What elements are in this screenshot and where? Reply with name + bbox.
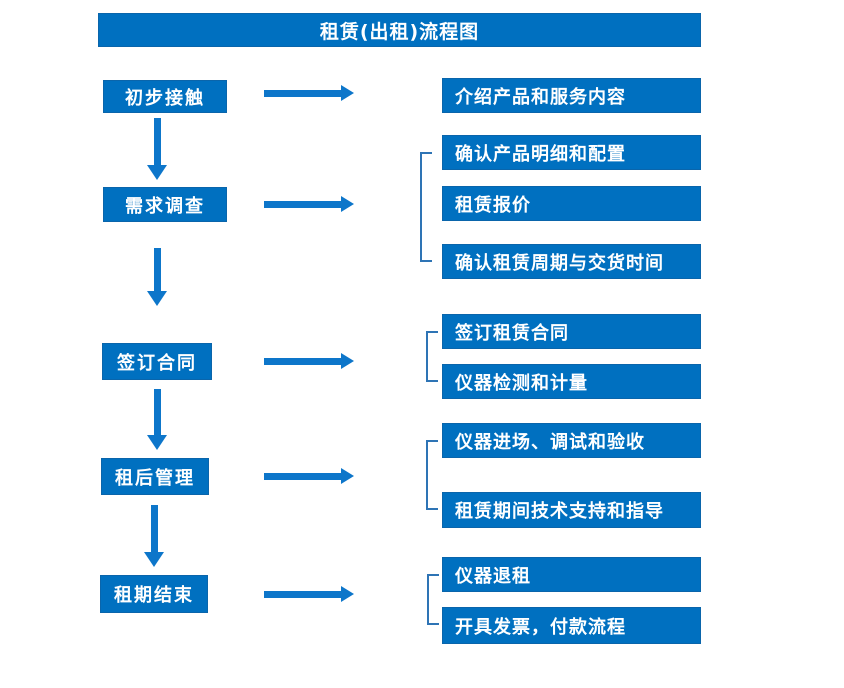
step-box-initial-contact: 初步接触 <box>103 80 227 113</box>
step-label: 需求调查 <box>125 195 205 217</box>
output-label: 签订租赁合同 <box>455 322 569 344</box>
step-label: 签订合同 <box>117 352 197 374</box>
arrow-head <box>144 552 164 567</box>
output-label: 开具发票，付款流程 <box>455 616 626 638</box>
page-title: 租赁(出租)流程图 <box>319 20 480 43</box>
arrow-head <box>341 196 354 212</box>
arrow-shaft <box>151 505 158 553</box>
output-box: 租赁报价 <box>442 186 701 221</box>
arrow-shaft <box>264 590 343 598</box>
right-arrow-icon <box>264 196 354 212</box>
output-label: 租赁报价 <box>455 194 531 216</box>
step-box-sign-contract: 签订合同 <box>102 343 212 380</box>
step-label: 初步接触 <box>125 87 205 109</box>
output-box: 仪器检测和计量 <box>442 364 701 399</box>
arrow-head <box>147 165 167 180</box>
arrow-shaft <box>154 248 161 292</box>
output-box: 确认租赁周期与交货时间 <box>442 244 701 279</box>
right-arrow-icon <box>264 586 354 602</box>
output-box: 介绍产品和服务内容 <box>442 78 701 113</box>
arrow-head <box>341 85 354 101</box>
arrow-shaft <box>264 200 343 208</box>
output-box: 仪器进场、调试和验收 <box>442 423 701 458</box>
arrow-shaft <box>264 89 343 97</box>
arrow-shaft <box>264 472 343 480</box>
output-box: 仪器退租 <box>442 557 701 592</box>
group-bracket <box>426 331 438 382</box>
output-label: 确认租赁周期与交货时间 <box>455 252 664 274</box>
right-arrow-icon <box>264 85 354 101</box>
arrow-head <box>341 468 354 484</box>
step-box-rental-end: 租期结束 <box>100 575 208 613</box>
group-bracket <box>427 574 439 625</box>
arrow-shaft <box>154 389 161 436</box>
step-label: 租期结束 <box>114 585 194 606</box>
arrow-head <box>147 291 167 306</box>
down-arrow-icon <box>147 389 168 450</box>
arrow-shaft <box>154 118 161 166</box>
output-box: 开具发票，付款流程 <box>442 607 701 644</box>
step-label: 租后管理 <box>115 467 195 489</box>
arrow-head <box>341 586 354 602</box>
output-box: 签订租赁合同 <box>442 314 701 349</box>
output-label: 租赁期间技术支持和指导 <box>455 501 664 522</box>
output-label: 仪器检测和计量 <box>455 372 588 394</box>
step-box-post-rental-management: 租后管理 <box>101 458 209 495</box>
output-label: 仪器退租 <box>455 565 531 587</box>
down-arrow-icon <box>147 118 168 180</box>
title-bar: 租赁(出租)流程图 <box>98 13 701 47</box>
right-arrow-icon <box>264 353 354 369</box>
step-box-demand-survey: 需求调查 <box>103 187 227 222</box>
down-arrow-icon <box>147 248 168 306</box>
output-label: 介绍产品和服务内容 <box>455 86 626 108</box>
output-label: 确认产品明细和配置 <box>455 143 626 165</box>
group-bracket <box>420 152 432 262</box>
arrow-head <box>341 353 354 369</box>
group-bracket <box>426 440 438 510</box>
arrow-head <box>147 435 167 450</box>
output-label: 仪器进场、调试和验收 <box>455 431 645 453</box>
down-arrow-icon <box>144 505 165 567</box>
right-arrow-icon <box>264 468 354 484</box>
arrow-shaft <box>264 357 343 365</box>
output-box: 确认产品明细和配置 <box>442 135 701 170</box>
output-box: 租赁期间技术支持和指导 <box>442 492 701 528</box>
